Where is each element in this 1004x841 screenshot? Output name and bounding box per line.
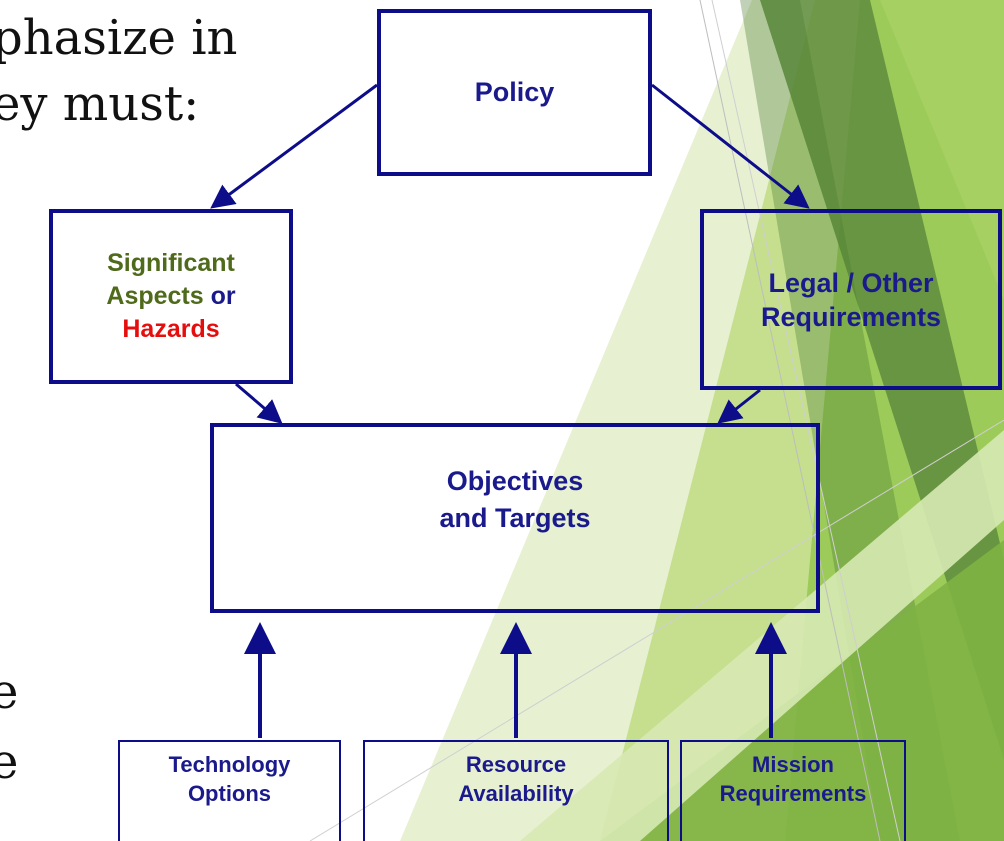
aspects-label-hazards: Hazards bbox=[122, 315, 220, 343]
slide-body-text-line-2: ey must: bbox=[0, 76, 200, 132]
policy-label: Policy bbox=[474, 77, 555, 107]
aspects-label-significant: Significant bbox=[107, 249, 235, 277]
policy-box: Policy bbox=[377, 9, 652, 176]
mission-label-line-2: Requirements bbox=[719, 781, 867, 806]
mission-label-line-1: Mission bbox=[752, 752, 834, 777]
technology-label-line-1: Technology bbox=[168, 752, 291, 777]
slide-body-text-line-4: e bbox=[0, 734, 19, 790]
resource-availability-box: Resource Availability bbox=[363, 740, 669, 841]
mission-requirements-box: Mission Requirements bbox=[680, 740, 906, 841]
aspects-label-line-2: Aspects or bbox=[106, 280, 235, 313]
legal-label-line-1: Legal / Other bbox=[768, 267, 934, 298]
slide-body-text-line-1: phasize in bbox=[0, 10, 238, 66]
resource-label-line-1: Resource bbox=[465, 752, 567, 777]
objectives-targets-box: Objectives and Targets bbox=[210, 423, 820, 613]
slide-body-text-line-3: e bbox=[0, 664, 19, 720]
legal-label-line-2: Requirements bbox=[760, 301, 942, 332]
aspects-label-aspects: Aspects bbox=[106, 282, 204, 310]
technology-options-box: Technology Options bbox=[118, 740, 341, 841]
objectives-label-line-2: and Targets bbox=[439, 503, 591, 533]
significant-aspects-box: Significant Aspects or Hazards bbox=[49, 209, 293, 384]
aspects-label-or: or bbox=[203, 282, 236, 310]
technology-label-line-2: Options bbox=[187, 781, 272, 806]
legal-requirements-box: Legal / Other Requirements bbox=[700, 209, 1002, 390]
resource-label-line-2: Availability bbox=[458, 781, 574, 806]
objectives-label-line-1: Objectives bbox=[446, 466, 584, 496]
